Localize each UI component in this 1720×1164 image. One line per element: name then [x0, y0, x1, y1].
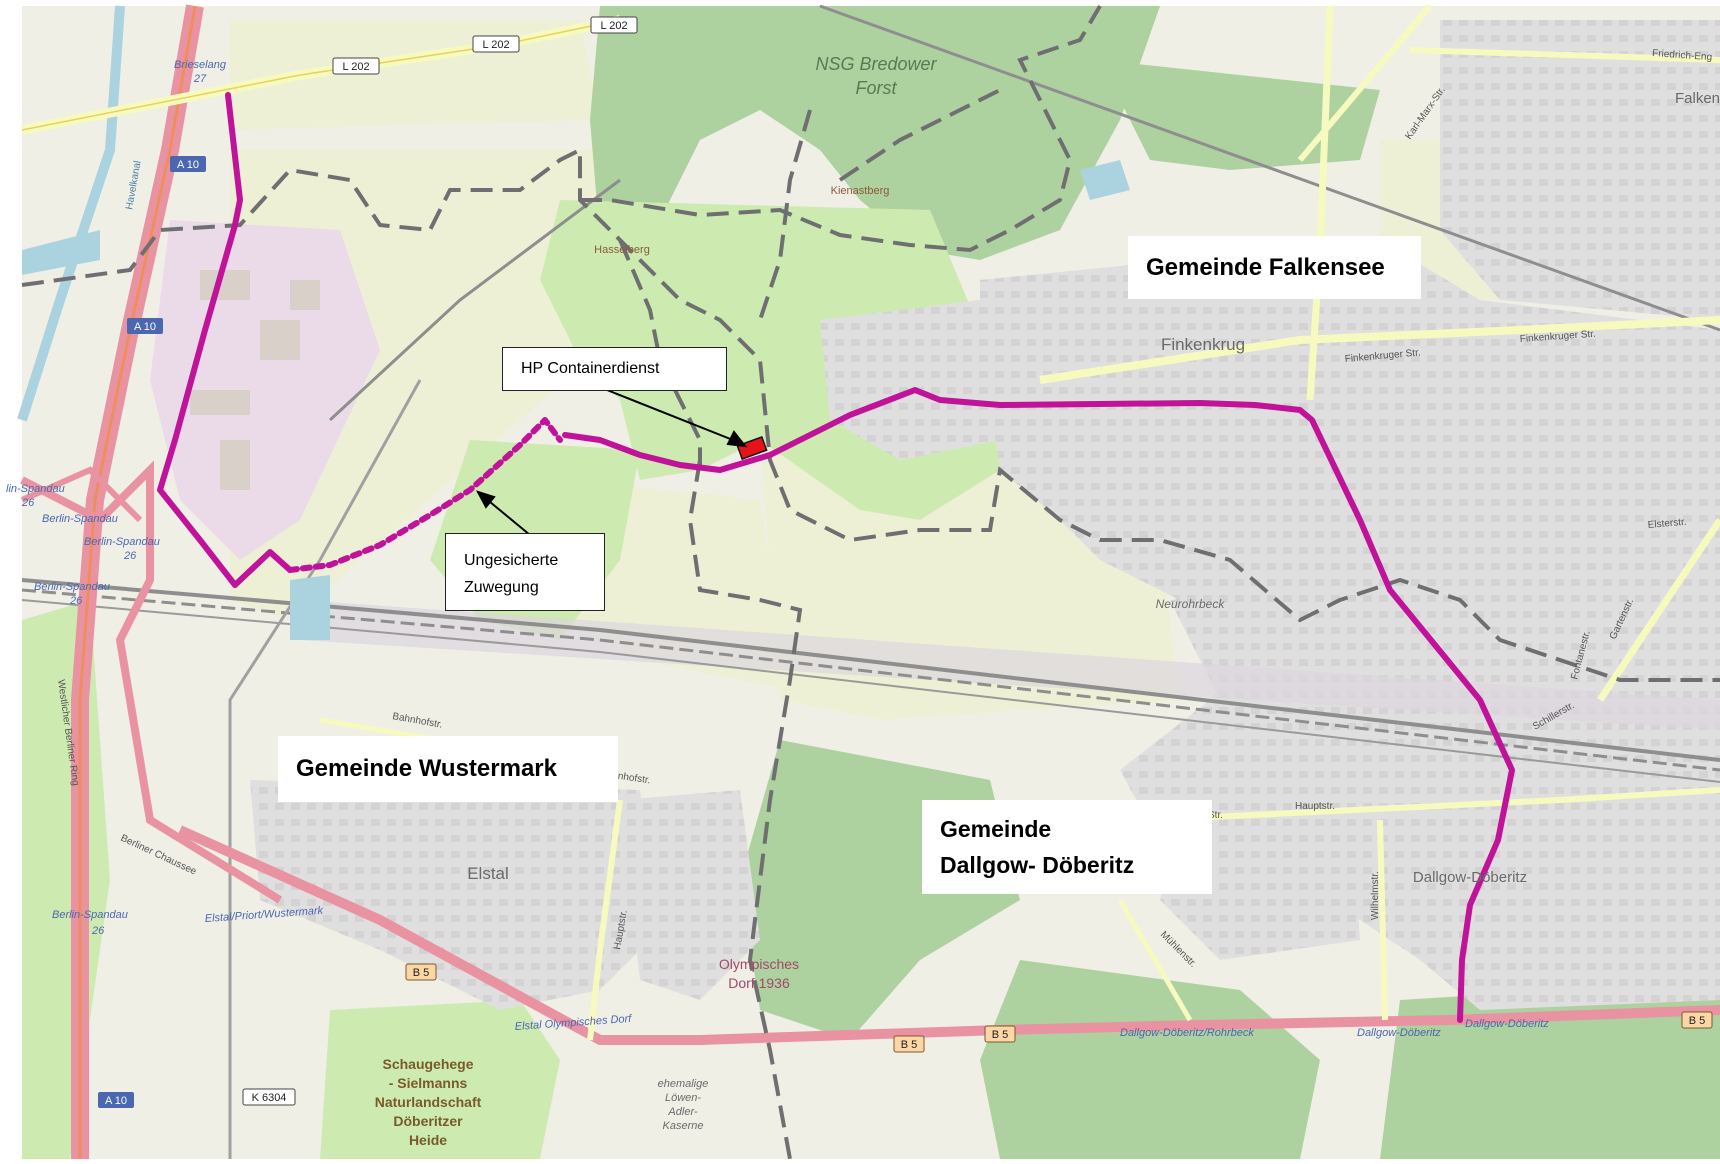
svg-text:Naturlandschaft: Naturlandschaft [375, 1094, 482, 1110]
container-service-text: HP Containerdienst [521, 360, 660, 377]
water [17, 5, 1130, 640]
svg-text:26: 26 [91, 925, 105, 937]
municipality-wustermark-label: Gemeinde Wustermark [278, 736, 618, 802]
svg-text:Schaugehege: Schaugehege [382, 1056, 473, 1072]
annotation-arrows [475, 389, 748, 536]
label-kienastberg: Kienastberg [831, 185, 890, 197]
svg-text:hnhofstr.: hnhofstr. [612, 770, 652, 786]
industrial-area [150, 220, 380, 560]
label-schaugehege: Schaugehege - Sielmanns Naturlandschaft … [375, 1056, 482, 1148]
shield-l202-b: L 202 [472, 35, 520, 53]
svg-text:Heide: Heide [409, 1132, 447, 1148]
svg-text:Elsterstr.: Elsterstr. [1647, 517, 1687, 531]
label-olympisches-2: Dorf 1936 [728, 975, 790, 991]
svg-text:Dallgow-Döberitz: Dallgow-Döberitz [1357, 1027, 1441, 1039]
municipality-falkensee-label: Gemeinde Falkensee [1128, 236, 1421, 299]
railway [21, 4, 1720, 1159]
shield-l202-a: L 202 [332, 57, 380, 75]
svg-text:Friedrich-Eng: Friedrich-Eng [1652, 48, 1713, 63]
svg-text:A 10: A 10 [134, 321, 156, 333]
svg-text:Adler-: Adler- [667, 1106, 697, 1118]
label-dallgow: Dallgow-Döberitz [1413, 869, 1527, 886]
label-falken: Falken [1675, 90, 1720, 107]
access-route [157, 92, 1515, 1023]
svg-text:26: 26 [21, 497, 35, 509]
svg-text:26: 26 [123, 550, 137, 562]
svg-text:- Sielmanns: - Sielmanns [389, 1075, 468, 1091]
industrial-buildings [190, 270, 320, 490]
svg-text:Brieselang: Brieselang [174, 59, 227, 71]
svg-text:26: 26 [69, 595, 83, 607]
junction-labels: Brieselang 27 lin-Spandau 26 Berlin-Span… [6, 59, 227, 937]
svg-text:Berlin-Spandau: Berlin-Spandau [84, 536, 160, 548]
svg-text:B 5: B 5 [901, 1039, 918, 1051]
label-elstal: Elstal [467, 864, 509, 883]
route-line-unsecured [287, 417, 563, 573]
shield-a10-c: A 10 [98, 1092, 134, 1108]
svg-text:Kaserne: Kaserne [663, 1120, 704, 1132]
container-location-marker[interactable] [736, 436, 768, 460]
municipal-boundaries [21, 4, 1720, 1160]
shield-b5-d: B 5 [1681, 1011, 1713, 1029]
label-nsg: NSG Bredower [815, 54, 937, 74]
label-hasselberg: Hasselberg [594, 244, 650, 256]
road-shields: L 202 L 202 L 202 A 10 A 10 A 10 B 5 B 5… [98, 16, 1713, 1108]
label-nsg-2: Forst [855, 78, 897, 98]
municipality-dallgow-label: Gemeinde Dallgow- Döberitz [922, 800, 1212, 894]
svg-text:A 10: A 10 [105, 1095, 127, 1107]
svg-text:lin-Spandau: lin-Spandau [6, 483, 65, 495]
svg-text:Berlin-Spandau: Berlin-Spandau [34, 581, 110, 593]
unsecured-access-line1: Ungesicherte [464, 552, 559, 569]
svg-text:27: 27 [193, 73, 207, 85]
shield-l202-c: L 202 [590, 16, 638, 34]
svg-text:Berlin-Spandau: Berlin-Spandau [52, 909, 128, 921]
route-line-east [562, 387, 1515, 1023]
svg-text:Str.: Str. [1208, 810, 1223, 821]
shield-b5-b: B 5 [893, 1035, 925, 1053]
label-olympisches: Olympisches [719, 956, 799, 972]
route-line-west [157, 92, 293, 588]
svg-text:B 5: B 5 [992, 1029, 1009, 1041]
label-neurohrbeck: Neurohrbeck [1156, 597, 1226, 611]
svg-text:Hauptstr.: Hauptstr. [1295, 801, 1335, 812]
svg-text:Berlin-Spandau: Berlin-Spandau [42, 513, 118, 525]
shield-a10-a: A 10 [170, 156, 206, 172]
svg-text:Finkenkruger Str.: Finkenkruger Str. [1519, 329, 1596, 345]
unsecured-access-label: Ungesicherte Zuwegung [445, 533, 605, 611]
shield-a10-b: A 10 [127, 318, 163, 334]
green-areas [22, 6, 1720, 1159]
svg-text:Löwen-: Löwen- [665, 1092, 701, 1104]
svg-text:Dallgow-Döberitz: Dallgow-Döberitz [1465, 1018, 1549, 1030]
svg-text:B 5: B 5 [1689, 1015, 1706, 1027]
svg-text:L 202: L 202 [342, 61, 369, 73]
container-service-label: HP Containerdienst [502, 347, 727, 391]
shield-b5-c: B 5 [984, 1025, 1016, 1043]
unsecured-access-line2: Zuwegung [464, 579, 539, 596]
svg-text:ehemalige: ehemalige [658, 1078, 709, 1090]
roads [20, 4, 1720, 1159]
svg-text:L 202: L 202 [482, 39, 509, 51]
svg-text:Wilhelmstr.: Wilhelmstr. [1370, 871, 1381, 920]
shield-b5-a: B 5 [405, 963, 437, 981]
svg-text:Dallgow-Döberitz/Rohrbeck: Dallgow-Döberitz/Rohrbeck [1120, 1027, 1254, 1039]
label-finkenkrug: Finkenkrug [1161, 335, 1245, 354]
svg-text:K 6304: K 6304 [252, 1092, 287, 1104]
svg-text:L 202: L 202 [600, 20, 627, 32]
svg-text:Döberitzer: Döberitzer [393, 1113, 463, 1129]
svg-text:B 5: B 5 [413, 967, 430, 979]
svg-text:A 10: A 10 [177, 159, 199, 171]
shield-k6304: K 6304 [242, 1088, 296, 1106]
place-labels: NSG Bredower Forst Kienastberg Hasselber… [375, 54, 1720, 1148]
label-kaserne: ehemalige Löwen- Adler- Kaserne [658, 1078, 709, 1132]
